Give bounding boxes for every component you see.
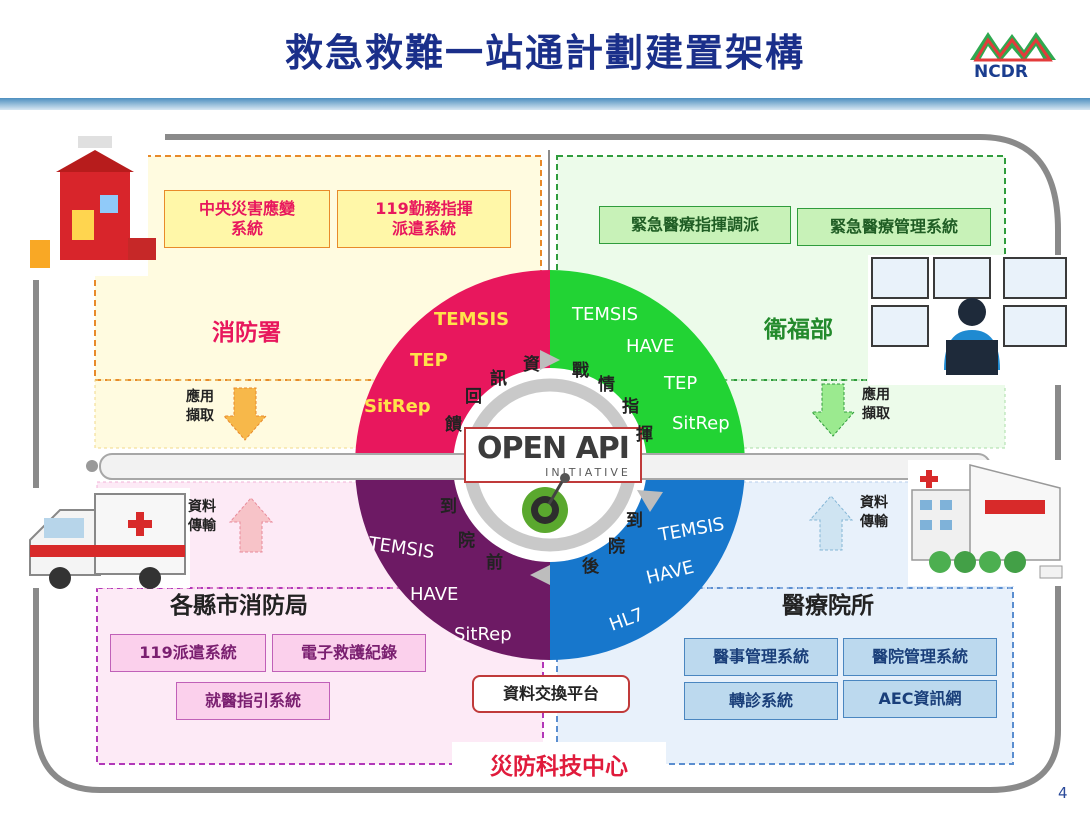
system-119-dispatch-command: 119勤務指揮 派遣系統 (337, 190, 511, 248)
outer-frame (33, 134, 1061, 793)
header-divider (0, 98, 1090, 110)
ncdr-center-label: 災防科技中心 (452, 742, 666, 786)
inner-feedback-4: 饋 (445, 414, 463, 435)
page-title: 救急救難一站通計劃建置架構 (284, 31, 805, 75)
label-fire-dept: 消防署 (212, 320, 281, 346)
page-number: 4 (1058, 784, 1068, 802)
ring-segment-green (550, 270, 745, 465)
ring-green-item-3: TEP (663, 373, 697, 394)
system-aec-info-network: AEC資訊網 (843, 680, 997, 718)
logo-text: NCDR (974, 62, 1028, 82)
inner-command-4: 揮 (636, 424, 653, 445)
flow-label-mohw: 應用 擷取 (862, 387, 890, 422)
inner-command-2: 情 (598, 374, 615, 395)
ring-segment-blue (550, 465, 745, 660)
system-medical-guidance: 就醫指引系統 (176, 682, 330, 720)
ring-segment-purple (355, 465, 550, 660)
inner-feedback-1: 資 (523, 355, 540, 375)
inner-inhospital-1: 到 (626, 511, 643, 531)
open-api-box (464, 427, 642, 483)
monitoring-room-illustration-icon (868, 255, 1068, 385)
arrow-up-county-icon (228, 497, 274, 553)
inner-inhospital-2: 院 (608, 536, 625, 557)
flow-label-fire-dept: 應用 擷取 (186, 389, 214, 424)
fire-station-illustration-icon (30, 136, 156, 276)
inner-feedback-3: 回 (465, 387, 482, 407)
open-api-title: OPEN API (477, 431, 629, 466)
system-medical-affairs-management: 醫事管理系統 (684, 638, 838, 676)
inner-command-1: 戰 (572, 360, 589, 381)
inner-prehospital-2: 院 (458, 530, 475, 551)
system-electronic-ambulance-record: 電子救護紀錄 (272, 634, 426, 672)
ring-red-item-2: TEP (410, 350, 448, 371)
ring-green-item-2: HAVE (626, 336, 674, 357)
inner-prehospital-3: 前 (486, 552, 503, 573)
ring-green-item-1: TEMSIS (571, 304, 638, 325)
ring-red-item-3: SitRep (364, 396, 431, 417)
arrow-up-hospital-icon (808, 495, 854, 551)
inner-command-3: 指 (622, 396, 639, 417)
label-hospital: 醫療院所 (782, 593, 874, 619)
label-county-fire: 各縣市消防局 (170, 593, 308, 619)
ring-purple-item-3: SitRep (454, 624, 512, 645)
ring-purple-item-2: HAVE (410, 584, 458, 605)
ncdr-logo-icon (970, 32, 1056, 62)
ring-green-item-4: SitRep (672, 413, 730, 434)
hospital-illustration-icon (908, 460, 1068, 586)
ring-red-item-1: TEMSIS (434, 309, 509, 330)
inner-prehospital-1: 到 (440, 497, 457, 517)
system-emergency-medical-command: 緊急醫療指揮調派 (599, 206, 791, 244)
inner-inhospital-3: 後 (582, 556, 600, 577)
arrow-down-mohw-icon (810, 383, 856, 437)
data-exchange-platform-label: 資料交換平台 (472, 675, 630, 713)
flow-label-county-fire: 資料 傳輸 (188, 499, 216, 534)
open-api-subtitle: INITIATIVE (545, 466, 631, 479)
system-referral: 轉診系統 (684, 682, 838, 720)
system-emergency-medical-management: 緊急醫療管理系統 (797, 208, 991, 246)
ambulance-illustration-icon (22, 488, 190, 589)
system-119-dispatch: 119派遣系統 (110, 634, 266, 672)
arrow-down-fire-icon (222, 387, 268, 441)
system-central-disaster-response: 中央災害應變 系統 (164, 190, 330, 248)
ring-segment-red (355, 270, 550, 465)
flow-label-hospital: 資料 傳輸 (860, 495, 888, 530)
inner-feedback-2: 訊 (490, 368, 507, 389)
label-mohw: 衛福部 (764, 317, 833, 343)
system-hospital-management: 醫院管理系統 (843, 638, 997, 676)
open-api-aperture-icon (522, 473, 570, 533)
